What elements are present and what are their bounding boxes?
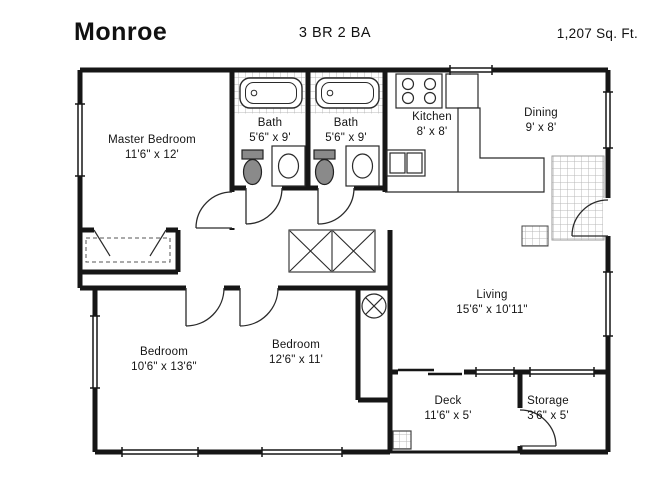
master-closet <box>85 229 171 263</box>
room-name: Kitchen <box>412 110 452 123</box>
kitchen-counter <box>385 107 545 193</box>
room-dims: 10'6" x 13'6" <box>131 361 197 373</box>
room-dims: 9' x 8' <box>525 122 557 134</box>
vanity-sink-left <box>271 145 306 187</box>
room-label-bedroom-middle: Bedroom 12'6" x 11' <box>269 338 323 368</box>
room-name: Bath <box>257 116 283 129</box>
room-label-master-bedroom: Master Bedroom 11'6" x 12' <box>108 133 196 163</box>
room-dims: 11'6" x 5' <box>424 410 472 422</box>
room-name: Master Bedroom <box>108 133 196 146</box>
room-dims: 11'6" x 12' <box>125 149 179 161</box>
room-name: Bedroom <box>271 338 321 351</box>
room-label-kitchen: Kitchen 8' x 8' <box>412 110 452 140</box>
room-dims: 8' x 8' <box>416 126 448 138</box>
room-label-deck: Deck 11'6" x 5' <box>424 394 471 424</box>
deck-post <box>392 430 412 450</box>
storage-door <box>519 409 557 447</box>
wall-openings <box>75 65 613 457</box>
entry-door <box>571 199 609 237</box>
room-name: Storage <box>527 394 569 407</box>
room-name: Dining <box>524 106 558 119</box>
bedroom-middle-door <box>239 287 279 327</box>
master-bedroom-door <box>195 191 233 229</box>
bath-right-door <box>317 187 355 225</box>
window-glyphs <box>75 65 613 457</box>
bathtub-left <box>239 77 303 109</box>
bath-left-door <box>245 187 283 225</box>
room-name: Bedroom <box>139 345 189 358</box>
room-dims: 5'6" x 9' <box>325 132 367 144</box>
room-label-living: Living 15'6" x 10'11" <box>456 288 527 318</box>
room-label-bath-right: Bath 5'6" x 9' <box>325 116 367 146</box>
entry-tile-area <box>521 155 605 247</box>
stove <box>395 73 443 109</box>
room-dims: 15'6" x 10'11" <box>456 304 528 316</box>
vanity-sink-right <box>345 145 380 187</box>
kitchen-sink <box>386 149 426 177</box>
refrigerator <box>445 73 479 109</box>
room-name: Living <box>476 288 508 301</box>
room-label-storage: Storage 3'6" x 5' <box>527 394 569 424</box>
plan-square-footage: 1,207 Sq. Ft. <box>556 26 638 41</box>
plan-bed-bath-count: 3 BR 2 BA <box>298 25 372 41</box>
room-label-bedroom-left: Bedroom 10'6" x 13'6" <box>131 345 197 375</box>
room-dims: 5'6" x 9' <box>249 132 291 144</box>
hall-closet <box>288 229 376 273</box>
room-dims: 12'6" x 11' <box>269 354 323 366</box>
door-arcs <box>185 187 609 447</box>
sliding-door <box>398 368 462 376</box>
room-name: Bath <box>333 116 359 129</box>
room-name: Deck <box>434 394 462 407</box>
plan-name: Monroe <box>74 18 168 46</box>
room-label-dining: Dining 9' x 8' <box>524 106 558 136</box>
room-dims: 3'6" x 5' <box>527 410 569 422</box>
bathtub-right <box>315 77 380 109</box>
walls <box>77 67 611 455</box>
water-heater <box>361 293 387 319</box>
room-label-bath-left: Bath 5'6" x 9' <box>249 116 291 146</box>
toilet-right <box>313 149 336 186</box>
bedroom-left-door <box>185 287 225 327</box>
toilet-left <box>241 149 264 186</box>
